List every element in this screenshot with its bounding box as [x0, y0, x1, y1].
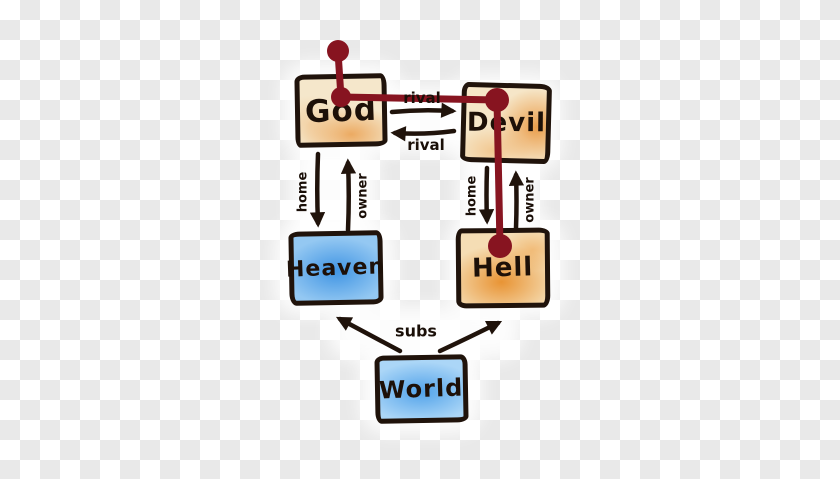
node-hell-label: Hell	[472, 252, 534, 284]
edge-label-rival-top: rival	[403, 89, 441, 107]
node-god: God	[294, 73, 388, 148]
edge-label-owner-left: owner	[355, 173, 371, 219]
edge-label-owner-right: owner	[522, 177, 538, 223]
node-heaven-label: Heaven	[286, 253, 386, 283]
node-devil: Devil	[459, 81, 553, 165]
red-endpoint-top-dot	[327, 40, 349, 62]
edge-label-rival-bottom: rival	[407, 136, 445, 154]
edge-label-home-right: home	[464, 175, 480, 217]
edge-label-subs: subs	[395, 321, 437, 341]
node-world: World	[374, 354, 469, 424]
node-god-label: God	[304, 91, 378, 130]
node-world-label: World	[378, 373, 465, 405]
edge-label-home-left: home	[295, 171, 311, 213]
node-hell: Hell	[455, 227, 551, 309]
node-devil-label: Devil	[466, 107, 546, 139]
node-heaven: Heaven	[286, 230, 386, 306]
